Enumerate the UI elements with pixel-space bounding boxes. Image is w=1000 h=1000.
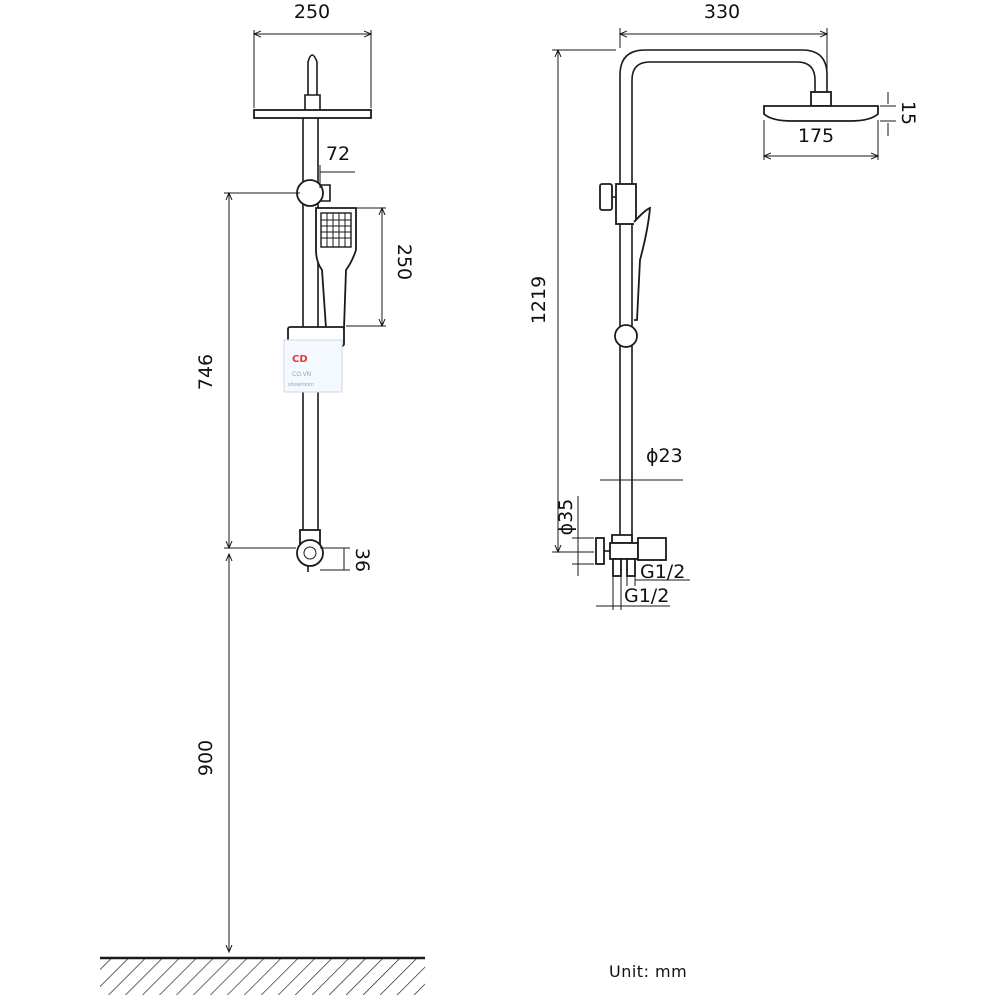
dim-head-diameter: 175 [798, 125, 834, 147]
side-valve-flange [595, 537, 605, 565]
side-valve-top [611, 534, 633, 544]
dim-head-thickness: 15 [897, 101, 919, 125]
dim-valve-diameter: ϕ35 [555, 499, 577, 536]
side-slider [614, 324, 638, 348]
side-valve-body [609, 542, 639, 560]
inlet-left [612, 558, 622, 577]
valve-inner [303, 546, 317, 560]
dim-rail-height: 746 [195, 354, 217, 390]
side-diverter [615, 183, 637, 225]
floor-hatch [100, 959, 425, 995]
arm-pipe-top [307, 54, 318, 95]
spray-grid [321, 213, 351, 247]
head-connector [304, 94, 321, 110]
watermark-logo: CD CO.VN showroom [283, 339, 343, 393]
valve-body [296, 539, 324, 567]
dim-arm-reach: 330 [704, 1, 740, 23]
front-shower-head [253, 109, 372, 119]
svg-text:showroom: showroom [288, 382, 314, 388]
front-view: CD CO.VN showroom 250 72 250 746 36 [100, 1, 425, 995]
dim-holder-offset: 72 [326, 143, 350, 165]
diverter-lever [320, 184, 331, 202]
svg-text:CO.VN: CO.VN [292, 371, 311, 378]
dim-total-height: 1219 [528, 276, 550, 324]
dim-head-width: 250 [294, 1, 330, 23]
dim-inlet-2: G1/2 [624, 585, 669, 607]
dim-floor-height: 900 [195, 740, 217, 776]
diverter-knob [296, 179, 324, 207]
arm-pipe-inner [631, 61, 816, 535]
dim-valve: 36 [351, 548, 373, 572]
dim-handshower-length: 250 [393, 244, 415, 280]
side-shower-head [763, 105, 879, 122]
inlet-right [626, 558, 636, 577]
hand-shower [315, 207, 357, 329]
dim-inlet-1: G1/2 [640, 561, 685, 583]
side-view: 330 175 15 1219 ϕ23 ϕ35 G1/2 [528, 1, 919, 610]
side-valve-handle [637, 537, 667, 561]
side-diverter-knob [599, 183, 613, 211]
dim-pipe-diameter: ϕ23 [646, 445, 683, 467]
side-handshower [633, 206, 652, 321]
svg-text:CD: CD [292, 354, 308, 365]
side-head-connector [810, 91, 832, 107]
unit-label: Unit: mm [609, 962, 687, 981]
arm-pipe-outer [619, 49, 828, 535]
